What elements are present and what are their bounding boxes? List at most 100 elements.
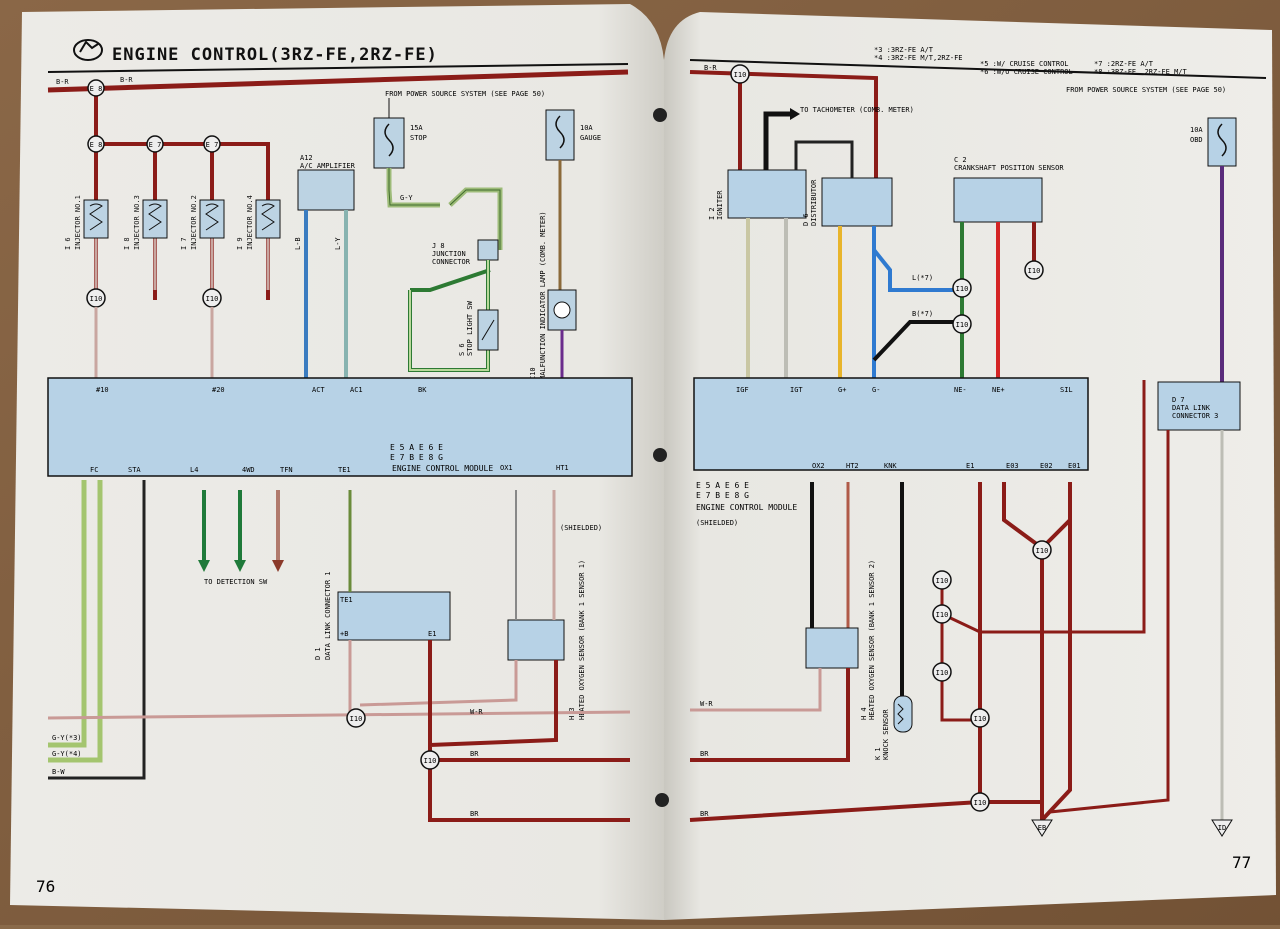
svg-text:ENGINE CONTROL MODULE: ENGINE CONTROL MODULE: [696, 503, 797, 512]
svg-text:J 8: J 8: [432, 242, 445, 250]
page-title: ENGINE CONTROL(3RZ-FE,2RZ-FE): [112, 45, 438, 65]
svg-text:FC: FC: [90, 466, 98, 474]
svg-text:E 8: E 8: [90, 141, 103, 149]
binding-hole: [653, 448, 667, 462]
svg-text:DATA LINK: DATA LINK: [1172, 404, 1211, 412]
fuse-stop: 15A STOP: [373, 117, 427, 169]
svg-text:CRANKSHAFT POSITION SENSOR: CRANKSHAFT POSITION SENSOR: [954, 164, 1064, 172]
left-page-content: ENGINE CONTROL(3RZ-FE,2RZ-FE) B-R B-R E …: [36, 39, 633, 896]
svg-text:E1: E1: [428, 630, 436, 638]
injector-3: I 8 INJECTOR NO.3: [123, 195, 168, 250]
svg-text:E01: E01: [1068, 462, 1081, 470]
svg-text:OBD: OBD: [1190, 136, 1203, 144]
svg-text:A/C AMPLIFIER: A/C AMPLIFIER: [300, 162, 356, 170]
svg-text:KNOCK SENSOR: KNOCK SENSOR: [882, 709, 890, 760]
svg-text:L-Y: L-Y: [334, 237, 342, 250]
svg-text:B(*7): B(*7): [912, 310, 933, 318]
connector-i10: [952, 314, 972, 334]
svg-text:TFN: TFN: [280, 466, 293, 474]
wire-label: B-R: [120, 76, 133, 84]
svg-text:HT2: HT2: [846, 462, 859, 470]
svg-text:CONNECTOR 3: CONNECTOR 3: [1172, 412, 1218, 420]
fuse-gauge: 10A GAUGE: [545, 109, 601, 161]
binding-hole: [655, 793, 669, 807]
svg-text:BR: BR: [470, 750, 479, 758]
svg-text:ACT: ACT: [312, 386, 325, 394]
injector-2: I 7 INJECTOR NO.2: [180, 195, 225, 250]
svg-text:I10: I10: [90, 295, 103, 303]
svg-text:*6 :W/O CRUISE CONTROL: *6 :W/O CRUISE CONTROL: [980, 68, 1073, 76]
svg-text:GAUGE: GAUGE: [580, 134, 601, 142]
svg-text:E 8: E 8: [90, 85, 103, 93]
svg-text:L4: L4: [190, 466, 198, 474]
page-number-right: 77: [1232, 853, 1251, 872]
junction-connector-j8: J 8 JUNCTION CONNECTOR: [432, 239, 499, 266]
svg-text:15A: 15A: [410, 124, 423, 132]
svg-text:E 5 A E 6 E: E 5 A E 6 E: [696, 481, 749, 490]
svg-text:E03: E03: [1006, 462, 1019, 470]
svg-text:I10: I10: [734, 71, 747, 79]
detection-label: TO DETECTION SW: [204, 578, 268, 586]
svg-text:10A: 10A: [1190, 126, 1203, 134]
injector-1: I 6 INJECTOR NO.1: [64, 195, 109, 250]
svg-text:*7 :2RZ-FE A/T: *7 :2RZ-FE A/T: [1094, 60, 1154, 68]
power-source-note: FROM POWER SOURCE SYSTEM (SEE PAGE 50): [1066, 86, 1226, 94]
svg-text:INJECTOR NO.1: INJECTOR NO.1: [74, 195, 82, 250]
svg-text:I 2: I 2: [708, 207, 716, 220]
svg-text:D 1: D 1: [314, 647, 322, 660]
svg-text:DATA LINK CONNECTOR 1: DATA LINK CONNECTOR 1: [324, 571, 332, 660]
svg-text:4WD: 4WD: [242, 466, 255, 474]
svg-text:*4 :3RZ-FE M/T,2RZ-FE: *4 :3RZ-FE M/T,2RZ-FE: [874, 54, 963, 62]
connector-i10: I10 I10: [86, 288, 222, 308]
oxygen-sensor-1: H 3 HEATED OXYGEN SENSOR (BANK 1 SENSOR …: [507, 560, 586, 720]
connector-i10: [1024, 260, 1044, 280]
svg-text:STA: STA: [128, 466, 141, 474]
ac-amplifier: A12 A/C AMPLIFIER: [297, 154, 356, 211]
svg-text:I10: I10: [956, 321, 969, 329]
svg-text:BR: BR: [700, 810, 709, 818]
svg-text:L(*7): L(*7): [912, 274, 933, 282]
connector-i10: I10 I10 I10 I10 I10 I10: [932, 540, 1052, 812]
svg-text:ENGINE CONTROL MODULE: ENGINE CONTROL MODULE: [392, 464, 493, 473]
svg-text:I 8: I 8: [123, 237, 131, 250]
svg-text:HEATED OXYGEN SENSOR (BANK 1 S: HEATED OXYGEN SENSOR (BANK 1 SENSOR 1): [578, 560, 586, 720]
svg-text:CONNECTOR: CONNECTOR: [432, 258, 471, 266]
svg-text:G-Y(*3): G-Y(*3): [52, 734, 82, 742]
svg-text:I 9: I 9: [236, 237, 244, 250]
wire-label: B-R: [56, 78, 69, 86]
crankshaft-position-sensor: C 2 CRANKSHAFT POSITION SENSOR: [953, 156, 1064, 223]
svg-text:+B: +B: [340, 630, 348, 638]
binding-hole: [653, 108, 667, 122]
page-number-left: 76: [36, 877, 55, 896]
svg-text:G-: G-: [872, 386, 880, 394]
svg-text:HT1: HT1: [556, 464, 569, 472]
svg-text:E 5 A E 6 E: E 5 A E 6 E: [390, 443, 443, 452]
svg-text:H 4: H 4: [860, 707, 868, 720]
svg-text:B-W: B-W: [52, 768, 65, 776]
svg-text:G-Y: G-Y: [400, 194, 413, 202]
svg-text:INJECTOR NO.2: INJECTOR NO.2: [190, 195, 198, 250]
svg-text:KNK: KNK: [884, 462, 897, 470]
svg-text:G+: G+: [838, 386, 846, 394]
svg-text:OX1: OX1: [500, 464, 513, 472]
svg-text:W-R: W-R: [700, 700, 713, 708]
svg-text:I10: I10: [936, 577, 949, 585]
svg-text:HEATED OXYGEN SENSOR (BANK 1 S: HEATED OXYGEN SENSOR (BANK 1 SENSOR 2): [868, 560, 876, 720]
right-page-content: *3 :3RZ-FE A/T *4 :3RZ-FE M/T,2RZ-FE *5 …: [689, 46, 1267, 872]
svg-text:BR: BR: [470, 810, 479, 818]
svg-text:IGT: IGT: [790, 386, 803, 394]
svg-text:#20: #20: [212, 386, 225, 394]
svg-text:D 7: D 7: [1172, 396, 1185, 404]
svg-text:*8 :3RZ-FE, 2RZ-FE M/T: *8 :3RZ-FE, 2RZ-FE M/T: [1094, 68, 1188, 76]
distributor: D 6 DISTRIBUTOR: [802, 177, 893, 227]
svg-text:TO TACHOMETER (COMB. METER): TO TACHOMETER (COMB. METER): [800, 106, 914, 114]
legend: *3 :3RZ-FE A/T *4 :3RZ-FE M/T,2RZ-FE *5 …: [874, 46, 1188, 76]
ground-icon: [1031, 819, 1053, 837]
svg-text:ID: ID: [1218, 824, 1226, 832]
svg-text:OX2: OX2: [812, 462, 825, 470]
data-link-connector-1: TE1 +B E1 D 1 DATA LINK CONNECTOR 1: [314, 571, 451, 660]
svg-text:TE1: TE1: [340, 596, 353, 604]
svg-text:JUNCTION: JUNCTION: [432, 250, 466, 258]
svg-text:I10: I10: [936, 611, 949, 619]
